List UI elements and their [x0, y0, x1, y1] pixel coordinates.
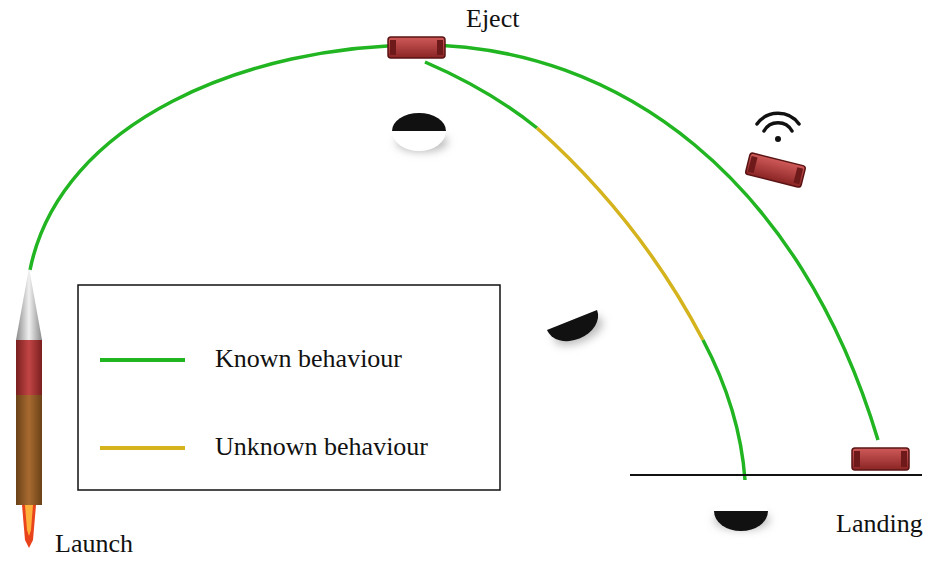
payload-box [388, 37, 445, 58]
place-label: Launch [55, 530, 133, 559]
legend-line-sample [100, 446, 185, 450]
ground-line [630, 474, 922, 476]
place-label: Landing [836, 510, 923, 539]
capsule [392, 113, 448, 152]
place-label: Eject [466, 5, 519, 34]
payload-box [852, 448, 909, 470]
legend-text: Unknown behaviour [215, 433, 428, 462]
capsule-trajectory-known [703, 340, 745, 480]
legend-line-sample [100, 358, 185, 362]
capsule-trajectory-unknown [537, 128, 703, 340]
legend-text: Known behaviour [215, 345, 402, 374]
capsule-trajectory-known [425, 62, 537, 128]
capsule [714, 497, 770, 531]
legend-frame [78, 285, 500, 490]
payload-box [745, 153, 806, 188]
wifi-symbol [757, 113, 799, 142]
rocket [16, 268, 42, 548]
capsule [539, 291, 606, 352]
